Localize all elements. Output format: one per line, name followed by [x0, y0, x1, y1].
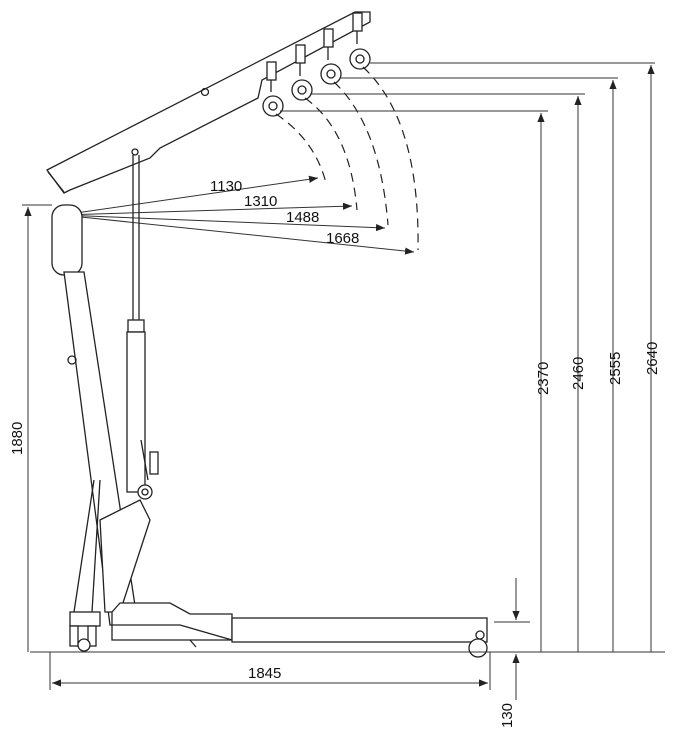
- reach-label-1130: 1130: [210, 178, 242, 195]
- hook-1: [262, 61, 284, 117]
- hook-3: [320, 28, 342, 85]
- mast-height-label: 1880: [9, 422, 26, 455]
- height-label-2370: 2370: [535, 362, 552, 395]
- boom-arm: [46, 11, 371, 194]
- height-label-2640: 2640: [644, 342, 661, 375]
- hook-4: [349, 12, 371, 70]
- height-label-2460: 2460: [570, 357, 587, 390]
- reach-label-1310: 1310: [244, 193, 277, 210]
- base-length-dimension: [49, 652, 491, 690]
- clearance-dimension: [494, 578, 530, 700]
- hydraulic-ram: [126, 155, 159, 500]
- base-length-label: 1845: [248, 665, 281, 682]
- reach-radii: [56, 175, 415, 255]
- mast-height-dimension: [22, 204, 52, 652]
- reach-arcs: [275, 66, 419, 251]
- base-frame: [69, 602, 488, 658]
- reach-label-1488: 1488: [286, 209, 319, 226]
- height-dimensions: [280, 62, 655, 652]
- hook-2: [291, 44, 313, 101]
- reach-label-1668: 1668: [326, 230, 359, 247]
- support-bracket: [73, 479, 151, 613]
- clearance-label: 130: [499, 703, 516, 728]
- height-label-2555: 2555: [607, 352, 624, 385]
